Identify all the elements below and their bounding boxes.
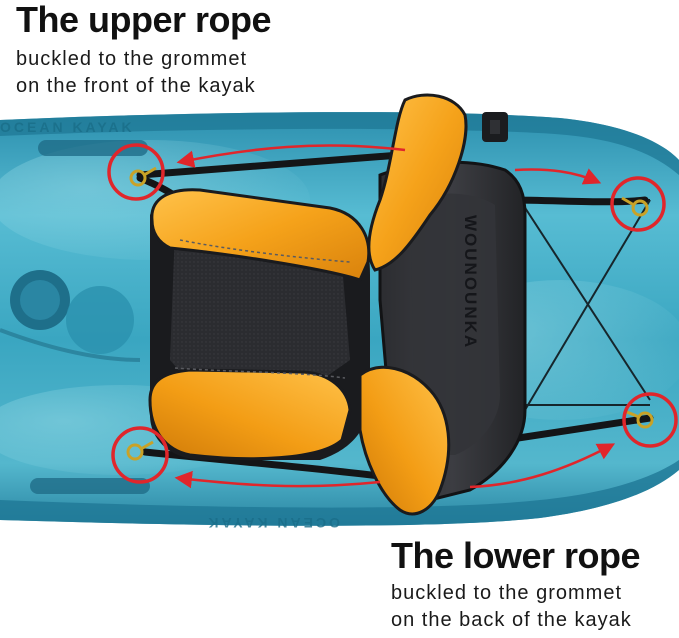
hull-text-top: OCEAN KAYAK <box>0 119 135 135</box>
upper-rope-caption: The upper rope buckled to the grommet on… <box>16 0 272 100</box>
upper-rope-line1: buckled to the grommet <box>16 48 247 70</box>
upper-rope-line2: on the front of the kayak <box>16 75 256 97</box>
seat-brand-text: WOUNOUNKA <box>461 215 480 349</box>
lower-rope-line2: on the back of the kayak <box>391 609 632 631</box>
lower-rope-title: The lower rope <box>391 535 641 576</box>
lower-rope-line1: buckled to the grommet <box>391 582 622 604</box>
red-curved-arrow <box>174 144 616 489</box>
grommet-clip-icon <box>126 166 654 461</box>
upper-rope-title: The upper rope <box>16 0 272 40</box>
lower-rope-caption: The lower rope buckled to the grommet on… <box>391 535 641 634</box>
kayak-seat <box>148 93 527 516</box>
hull-text-bottom: OCEAN KAYAK <box>205 515 340 531</box>
red-circle-highlight <box>107 143 678 484</box>
